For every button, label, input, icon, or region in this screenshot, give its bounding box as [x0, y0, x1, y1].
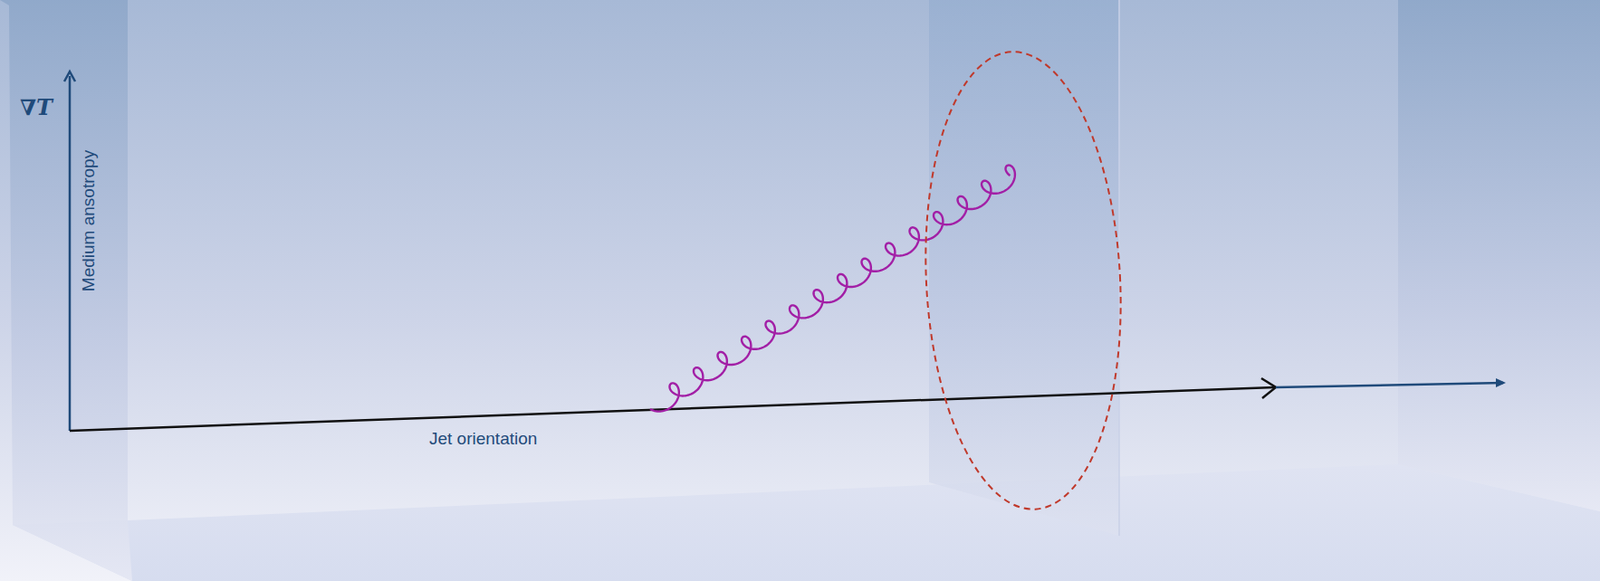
jet-axis [69, 387, 1275, 432]
arrow-head [64, 71, 76, 82]
axis-label: Medium ansotropy [78, 150, 99, 292]
axis-symbol: ∇T [19, 94, 53, 121]
dashed-ellipse [914, 47, 1132, 516]
side-wall [1398, 0, 1600, 512]
gluon-spiral [650, 165, 1016, 412]
arrow-head [1261, 378, 1276, 399]
axis-label: Jet orientation [429, 429, 537, 450]
floor [12, 464, 1600, 581]
arrow-head [1495, 378, 1506, 388]
medium-slab [929, 0, 1120, 537]
axis-line [68, 76, 72, 432]
side-wall [0, 0, 133, 581]
axis-extension [1275, 383, 1504, 388]
